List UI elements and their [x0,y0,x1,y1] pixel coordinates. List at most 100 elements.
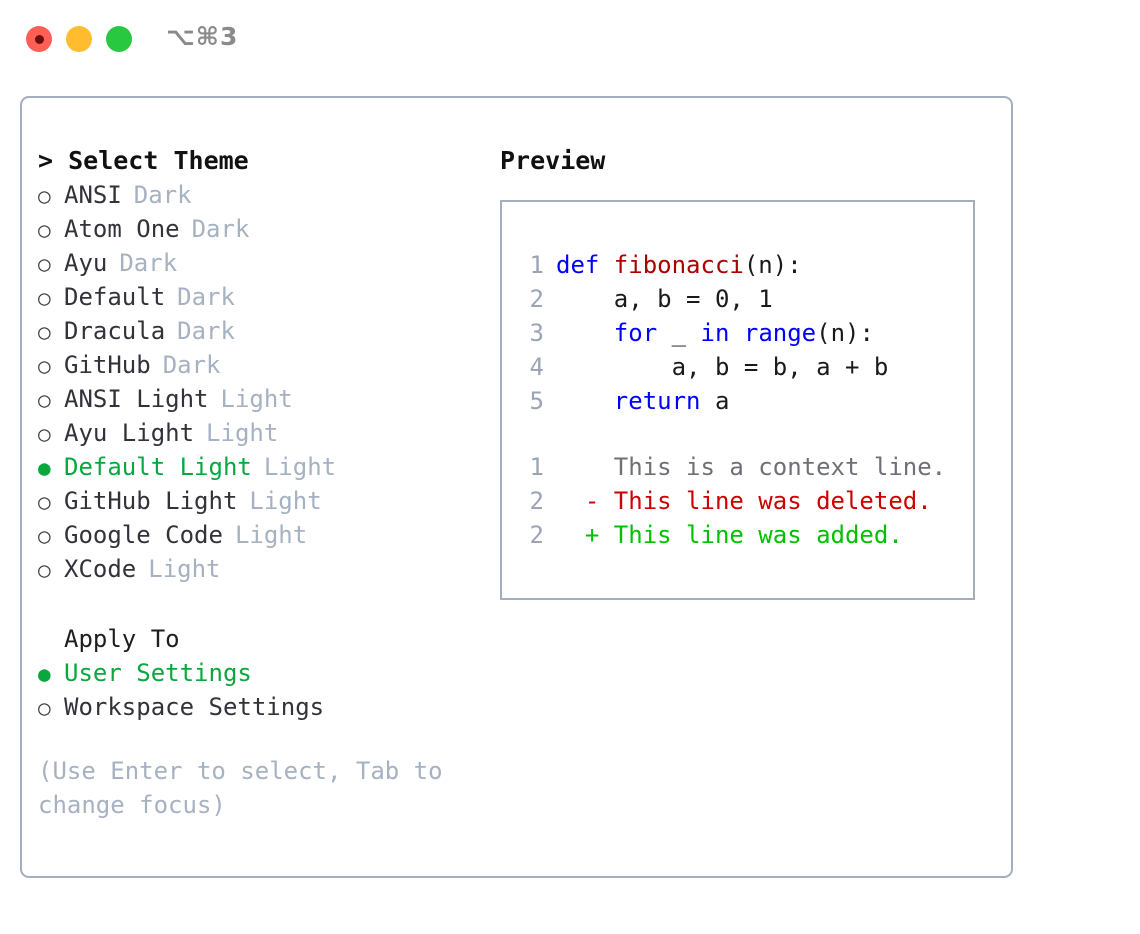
radio-selected-icon: ● [38,456,51,480]
code-line-text: return a [556,387,730,415]
theme-option-variant: Light [263,453,337,481]
radio-unselected-icon: ○ [38,218,51,242]
code-line: 4 a, b = b, a + b [518,350,889,384]
diff-line-add: 2 + This line was added. [518,518,946,552]
theme-option-variant: Light [234,521,308,549]
code-token-pl: a, b = b, a + b [556,353,889,381]
code-token-pl: (n): [816,319,874,347]
diff-line-text: - This line was deleted. [556,487,932,515]
line-number: 4 [529,353,544,381]
code-line: 2 a, b = 0, 1 [518,282,888,316]
line-number: 3 [529,319,544,347]
line-number: 5 [529,387,544,415]
radio-unselected-icon: ○ [38,252,51,276]
code-token-kw: range [743,319,817,347]
code-token-pl: a [700,387,730,415]
theme-option-name: GitHub [64,351,151,379]
line-number: 1 [529,251,544,279]
radio-selected-icon: ● [38,662,51,686]
line-number: 2 [529,285,544,313]
traffic-light-group [26,26,132,52]
apply-to-option-name: Workspace Settings [64,693,325,721]
code-token-kw: return [613,387,701,415]
radio-unselected-icon: ○ [38,286,51,310]
theme-option-name: Ayu Light [64,419,195,447]
theme-option-github-light[interactable]: ○ GitHub Light Light [38,484,488,518]
theme-option-name: Default Light [64,453,252,481]
code-token-pl: _ [657,319,701,347]
code-token-kw: for [613,319,658,347]
radio-unselected-icon: ○ [38,490,51,514]
minimize-button[interactable] [66,26,92,52]
code-line-text: for _ in range(n): [556,319,874,347]
radio-unselected-icon: ○ [38,558,51,582]
code-line: 1 def fibonacci(n): [518,248,888,282]
maximize-button[interactable] [106,26,132,52]
close-button[interactable] [26,26,52,52]
apply-to-option-list[interactable]: ● User Settings ○Workspace Settings [38,656,488,724]
theme-option-variant: Dark [191,215,250,243]
code-token-pl [556,387,614,415]
theme-option-name: Google Code [64,521,223,549]
code-line-text: a, b = 0, 1 [556,285,773,313]
radio-unselected-icon: ○ [38,524,51,548]
window-titlebar: ⌥⌘3 [0,0,1140,78]
radio-unselected-icon: ○ [38,388,51,412]
theme-option-variant: Light [220,385,293,413]
theme-option-variant: Dark [177,317,235,345]
theme-option-ayu-light[interactable]: ○ Ayu Light Light [38,416,488,450]
theme-option-google-code[interactable]: ○ Google Code Light [38,518,488,552]
code-token-pl [729,319,743,347]
theme-option-variant: Dark [133,181,192,209]
theme-option-default[interactable]: ○ Default Dark [38,280,488,314]
theme-option-name: Ayu [64,249,108,277]
theme-option-name: XCode [64,555,137,583]
theme-option-variant: Dark [162,351,221,379]
theme-option-variant: Light [249,487,322,515]
diff-line-del: 2 - This line was deleted. [518,484,946,518]
apply-to-option-user-settings[interactable]: ● User Settings [38,656,488,690]
theme-option-default-light[interactable]: ● Default Light Light [38,450,488,484]
apply-to-option-name: User Settings [64,659,252,687]
apply-to-option-workspace-settings[interactable]: ○Workspace Settings [38,690,488,724]
code-line-text: def fibonacci(n): [556,251,802,279]
theme-option-variant: Light [206,419,279,447]
theme-option-variant: Dark [177,283,235,311]
theme-option-ayu[interactable]: ○ Ayu Dark [38,246,488,280]
code-line: 3 for _ in range(n): [518,316,888,350]
select-theme-header: > Select Theme [38,146,249,175]
theme-option-name: GitHub Light [64,487,238,515]
theme-option-github[interactable]: ○ GitHub Dark [38,348,488,382]
code-token-kw: def [556,251,614,279]
code-token-pl: (n): [743,251,802,279]
diff-sample: 1 This is a context line.2 - This line w… [518,450,947,552]
apply-to-section: Apply To ●User Settings○Workspace Settin… [38,622,488,724]
line-number: 2 [529,521,544,549]
radio-unselected-icon: ○ [38,354,51,378]
keyboard-shortcut-label: ⌥⌘3 [166,22,239,51]
preview-title: Preview [500,146,606,175]
code-token-fn: fibonacci [613,251,744,279]
code-line: 5 return a [518,384,888,418]
code-token-pl [556,319,614,347]
code-line-text: a, b = b, a + b [556,353,889,381]
line-number: 2 [529,487,544,515]
theme-option-name: Default [64,283,166,311]
theme-option-name: ANSI Light [64,385,209,413]
theme-option-variant: Dark [119,249,178,277]
theme-option-ansi-light[interactable]: ○ ANSI Light Light [38,382,488,416]
theme-option-name: Dracula [64,317,166,345]
radio-unselected-icon: ○ [38,422,51,446]
diff-line-text: This is a context line. [556,453,947,481]
